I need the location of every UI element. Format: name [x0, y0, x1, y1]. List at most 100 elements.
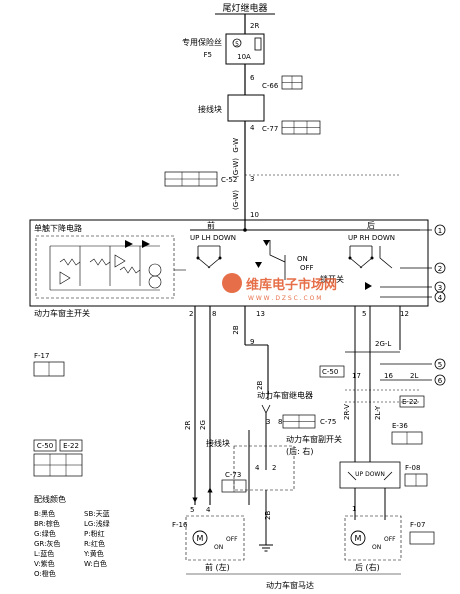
front-lh-switch [197, 246, 221, 269]
watermark-sub: W W W . D Z S C . C O M [248, 295, 321, 302]
svg-text:2: 2 [438, 265, 442, 273]
main-switch-frame [29, 219, 429, 307]
svg-text:R:红色: R:红色 [84, 539, 105, 548]
svg-text:BR:棕色: BR:棕色 [34, 519, 60, 528]
wire-2r-left-label: 2R [184, 421, 192, 430]
sub-switch-label: 动力车窗副开关 [286, 434, 342, 444]
pin-2-jb: 2 [272, 464, 276, 472]
pin-9: 9 [250, 338, 254, 346]
main-switch-label: 动力车窗主开关 [34, 308, 90, 318]
motor-m-left: M [197, 534, 204, 543]
pin-10: 10 [250, 211, 259, 219]
transistor-icon [148, 263, 162, 277]
svg-text:6: 6 [438, 377, 443, 385]
wire-2l-y: 2L-Y [374, 405, 382, 420]
diode-icon [142, 240, 150, 248]
one-touch-circuit [35, 235, 175, 299]
pin-12: 12 [400, 310, 409, 318]
motor-rear-right-label: 后 (右) [355, 562, 380, 572]
ref-rails: 1 2 3 4 5 6 [380, 224, 446, 386]
legend-e22-box [59, 439, 83, 452]
fuse-label: 专用保险丝 [182, 37, 222, 47]
lock-switch-label: 锁开关 [320, 274, 344, 284]
sub-switch-sub: (后: 右) [286, 446, 313, 456]
ground-icon [259, 544, 273, 552]
conn-c66: C-66 [262, 82, 279, 90]
diode-lock-icon-2 [263, 240, 270, 246]
svg-text:GR:灰色: GR:灰色 [34, 539, 60, 548]
conn-f07: F-07 [410, 521, 425, 529]
rear-rh-switch [349, 246, 373, 269]
transistor-icon-2 [148, 275, 162, 289]
front-label: 前 [207, 220, 215, 230]
motor-front-left [185, 515, 245, 561]
svg-text:LG:浅绿: LG:浅绿 [84, 519, 110, 528]
svg-text:O:橙色: O:橙色 [34, 569, 56, 578]
pin-1-sub: 1 [352, 505, 356, 513]
conn-c52: C-52 [221, 176, 237, 184]
wire-2b: 2B [232, 325, 240, 334]
junction-block-mid-label: 接线块 [206, 438, 230, 448]
conn-c73: C-73 [225, 471, 241, 479]
relay-label: 动力车窗继电器 [257, 390, 313, 400]
conn-c75: C-75 [320, 418, 336, 426]
pin-3-top: 3 [250, 175, 254, 183]
tail-relay-title: 尾灯继电器 [222, 2, 267, 14]
pin-5-motor-left: 5 [190, 506, 194, 514]
wire-gw-4: (G-W) [232, 190, 240, 210]
diode-rear-icon [365, 282, 372, 290]
fuse-num: 5 [235, 41, 239, 48]
wire-2b-mid: 2B [256, 381, 264, 390]
conn-f16: F-16 [172, 521, 188, 529]
lock-switch [269, 240, 286, 280]
lock-on: ON [297, 255, 308, 263]
motor-right-off: OFF [384, 536, 396, 543]
watermark: 维库电子市场网 W W W . D Z S C . C O M [222, 273, 337, 302]
pin-3-relay: 3 [266, 418, 270, 426]
junction-block-top [227, 94, 265, 122]
pin-13: 13 [256, 310, 265, 318]
diode-lock-icon [255, 262, 262, 268]
wire-gw-3: (G-W) [232, 158, 240, 178]
svg-text:B:黑色: B:黑色 [34, 509, 55, 518]
conn-e36: E-36 [392, 422, 408, 430]
wire-2g-left-label: 2G [199, 420, 207, 430]
wire-2r-top-label: 2R [250, 22, 259, 30]
pin-2-main: 2 [189, 310, 193, 318]
legend-e22: E-22 [63, 442, 79, 450]
motor-m-right: M [355, 534, 362, 543]
svg-text:5: 5 [438, 361, 442, 369]
motor-right-on: ON [372, 544, 381, 551]
conn-e22: E-22 [402, 398, 418, 406]
wire-2gl: 2G-L [375, 340, 391, 348]
wire-2l: 2L [410, 372, 418, 380]
sub-switch-box [339, 461, 401, 489]
pin-8-main: 8 [212, 310, 216, 318]
svg-text:Y:黄色: Y:黄色 [83, 549, 104, 558]
wire-2b-bot: 2B [264, 511, 272, 520]
fuse-id: F5 [204, 51, 212, 59]
pin-4-top: 4 [250, 124, 255, 132]
motor-rear-right [344, 515, 402, 561]
pin-8-relay: 8 [278, 418, 282, 426]
conn-e22-box [399, 395, 425, 408]
conn-c50: C-50 [322, 368, 338, 376]
watermark-brand: 维库电子市场网 [246, 277, 337, 293]
svg-text:G:绿色: G:绿色 [34, 529, 56, 538]
wire-2r-v: 2R-V [343, 404, 351, 420]
pin-17: 17 [352, 372, 361, 380]
svg-text:1: 1 [438, 227, 442, 235]
watermark-logo-icon [222, 273, 242, 293]
rear-label: 后 [367, 220, 375, 230]
pin-5-main: 5 [362, 310, 366, 318]
motor-icon-2 [350, 530, 366, 546]
pin-16: 16 [384, 372, 393, 380]
conn-c77: C-77 [262, 125, 278, 133]
fuse-rating: 10A [237, 53, 251, 61]
svg-text:V:紫色: V:紫色 [34, 559, 55, 568]
svg-text:W:白色: W:白色 [84, 559, 107, 568]
one-touch-label: 单触下降电路 [34, 223, 82, 233]
svg-text:3: 3 [438, 284, 442, 292]
sub-switch-updown: UP DOWN [355, 471, 385, 478]
